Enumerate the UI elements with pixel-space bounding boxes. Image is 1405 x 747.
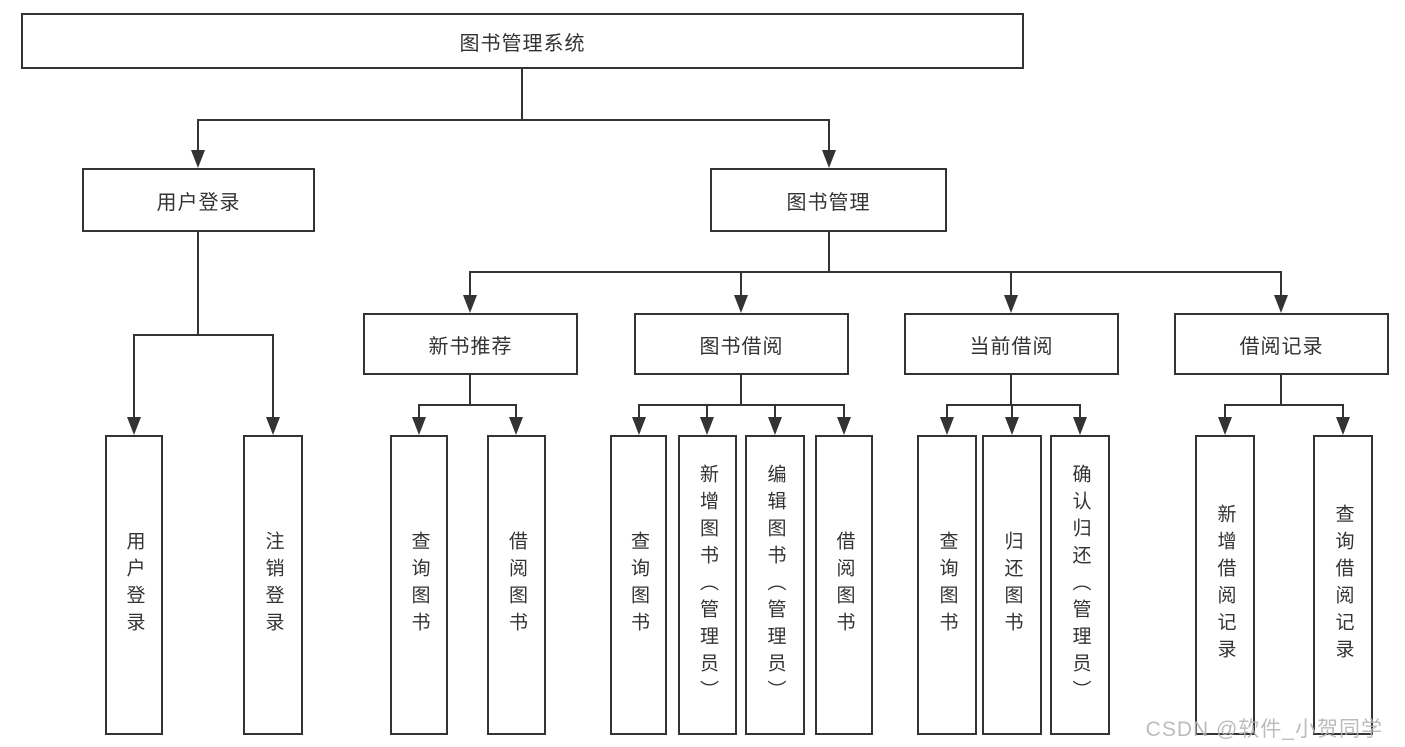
- connector-root-to-level2: [191, 69, 836, 168]
- arrowhead-icon: [940, 417, 954, 435]
- node-label: 查询图书: [408, 531, 430, 639]
- arrowhead-icon: [1336, 417, 1350, 435]
- arrowhead-icon: [1005, 417, 1019, 435]
- node-user-login: 用户登录: [82, 168, 315, 232]
- node-label: 新增借阅记录: [1214, 504, 1236, 666]
- node-label: 图书管理系统: [459, 32, 586, 55]
- node-book-management: 图书管理: [710, 168, 947, 232]
- node-leaf-borrow-books-2: 借阅图书: [815, 435, 873, 735]
- arrowhead-icon: [463, 295, 477, 313]
- arrowhead-icon: [632, 417, 646, 435]
- arrowhead-icon: [768, 417, 782, 435]
- node-label: 归还图书: [1001, 531, 1023, 639]
- node-label: 当前借阅: [969, 335, 1054, 358]
- arrowhead-icon: [1004, 295, 1018, 313]
- arrowhead-icon: [822, 150, 836, 168]
- arrowhead-icon: [266, 417, 280, 435]
- node-leaf-borrow-books-1: 借阅图书: [487, 435, 546, 735]
- node-label: 新书推荐: [428, 335, 513, 358]
- node-label: 用户登录: [156, 191, 241, 214]
- node-leaf-query-books-3: 查询图书: [917, 435, 977, 735]
- node-leaf-logout: 注销登录: [243, 435, 303, 735]
- arrowhead-icon: [1218, 417, 1232, 435]
- node-borrow-records: 借阅记录: [1174, 313, 1389, 375]
- node-leaf-return-book: 归还图书: [982, 435, 1042, 735]
- node-label: 借阅图书: [833, 531, 855, 639]
- node-new-book-recommend: 新书推荐: [363, 313, 578, 375]
- node-library-management-system: 图书管理系统: [21, 13, 1024, 69]
- arrowhead-icon: [412, 417, 426, 435]
- node-label: 新增图书（管理员）: [697, 463, 718, 707]
- node-leaf-query-borrow-record: 查询借阅记录: [1313, 435, 1373, 735]
- arrowhead-icon: [1274, 295, 1288, 313]
- node-label: 查询借阅记录: [1332, 504, 1354, 666]
- node-label: 编辑图书（管理员）: [764, 463, 786, 707]
- arrowhead-icon: [191, 150, 205, 168]
- node-current-borrow: 当前借阅: [904, 313, 1119, 375]
- connector-book-borrow-to-leaves: [632, 375, 851, 435]
- node-label: 注销登录: [262, 531, 284, 639]
- node-leaf-edit-book-admin: 编辑图书（管理员）: [745, 435, 805, 735]
- arrowhead-icon: [1073, 417, 1087, 435]
- node-leaf-query-books-2: 查询图书: [610, 435, 667, 735]
- node-leaf-user-login: 用户登录: [105, 435, 163, 735]
- connector-book-management-to-level3: [463, 232, 1288, 313]
- node-leaf-query-books-1: 查询图书: [390, 435, 448, 735]
- node-leaf-add-book-admin: 新增图书（管理员）: [678, 435, 737, 735]
- node-book-borrow: 图书借阅: [634, 313, 849, 375]
- node-label: 用户登录: [123, 531, 145, 639]
- node-leaf-confirm-return-admin: 确认归还（管理员）: [1050, 435, 1110, 735]
- node-label: 借阅记录: [1239, 335, 1324, 358]
- node-label: 借阅图书: [506, 531, 527, 639]
- arrowhead-icon: [700, 417, 714, 435]
- arrowhead-icon: [837, 417, 851, 435]
- node-label: 确认归还（管理员）: [1069, 463, 1091, 707]
- connector-current-borrow-to-leaves: [940, 375, 1087, 435]
- node-label: 图书借阅: [699, 335, 784, 358]
- node-label: 图书管理: [786, 191, 871, 214]
- node-label: 查询图书: [628, 531, 649, 639]
- arrowhead-icon: [734, 295, 748, 313]
- arrowhead-icon: [509, 417, 523, 435]
- connector-borrow-records-to-leaves: [1218, 375, 1350, 435]
- node-label: 查询图书: [936, 531, 958, 639]
- connector-new-book-recommend-to-leaves: [412, 375, 523, 435]
- connector-user-login-to-leaves: [127, 232, 280, 435]
- node-leaf-add-borrow-record: 新增借阅记录: [1195, 435, 1255, 735]
- arrowhead-icon: [127, 417, 141, 435]
